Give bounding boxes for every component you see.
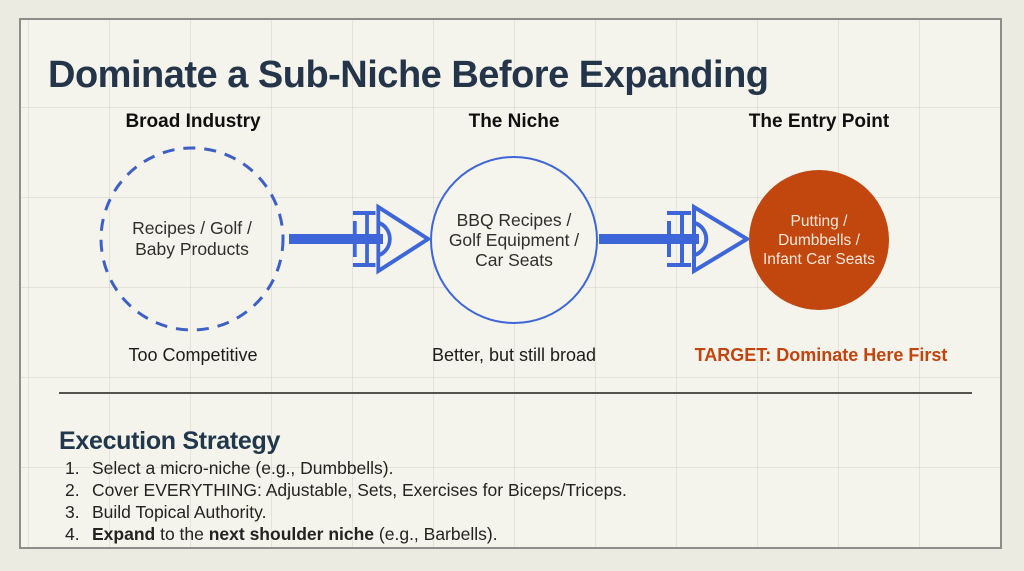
circle-text-line: Infant Car Seats (762, 250, 875, 268)
section-divider (59, 392, 972, 394)
entry-point-circle: Putting / Dumbbells / Infant Car Seats (749, 170, 889, 310)
niche-circle-text: BBQ Recipes / Golf Equipment / Car Seats (449, 210, 579, 270)
item-text-segment: Select a micro-niche (e.g., Dumbbells). (92, 458, 394, 478)
item-text: Cover EVERYTHING: Adjustable, Sets, Exer… (92, 479, 627, 501)
strategy-heading: Execution Strategy (59, 427, 281, 455)
broad-industry-circle-text: Recipes / Golf / Baby Products (132, 218, 252, 260)
flow-arrow-icon (599, 203, 749, 275)
circle-text-line: BBQ Recipes / (456, 210, 572, 230)
strategy-item-4: 4. Expand to the next shoulder niche (e.… (65, 523, 627, 545)
stage-label-broad-industry: Broad Industry (125, 111, 261, 132)
flow-arrow-icon (289, 203, 430, 275)
item-text-segment: Cover EVERYTHING: Adjustable, Sets, Exer… (92, 480, 627, 500)
strategy-item-1: 1. Select a micro-niche (e.g., Dumbbells… (65, 457, 627, 479)
strategy-item-2: 2. Cover EVERYTHING: Adjustable, Sets, E… (65, 479, 627, 501)
item-text: Build Topical Authority. (92, 501, 266, 523)
dashed-circle-outline (99, 146, 285, 332)
item-text-segment: to the (155, 524, 209, 544)
niche-circle: BBQ Recipes / Golf Equipment / Car Seats (430, 156, 598, 324)
item-text: Select a micro-niche (e.g., Dumbbells). (92, 457, 394, 479)
caption-better-but-broad: Better, but still broad (431, 345, 597, 365)
slide-panel: Dominate a Sub-Niche Before Expanding Br… (19, 18, 1002, 549)
item-text-segment: (e.g., Barbells). (374, 524, 498, 544)
item-number: 2. (65, 480, 80, 500)
stage-label-entry-point: The Entry Point (748, 111, 890, 132)
stage-label-the-niche: The Niche (468, 111, 560, 132)
circle-text-line: Golf Equipment / (448, 230, 580, 250)
item-text-segment: Build Topical Authority. (92, 502, 267, 522)
circle-text-line: Baby Products (135, 239, 249, 259)
circle-text-line: Car Seats (475, 250, 553, 270)
item-number: 3. (65, 502, 80, 522)
caption-too-competitive: Too Competitive (128, 345, 258, 365)
item-text: Expand to the next shoulder niche (e.g.,… (92, 523, 498, 545)
circle-text-line: Recipes / Golf / (132, 218, 252, 238)
caption-target: TARGET: Dominate Here First (694, 345, 948, 365)
item-number: 4. (65, 524, 80, 544)
entry-point-circle-text: Putting / Dumbbells / Infant Car Seats (763, 212, 875, 269)
item-number: 1. (65, 458, 80, 478)
item-text-segment: Expand (92, 524, 156, 544)
broad-industry-circle: Recipes / Golf / Baby Products (99, 146, 285, 332)
circle-text-line: Dumbbells / (778, 231, 860, 249)
circle-text-line: Putting / (790, 212, 848, 230)
item-text-segment: next shoulder niche (208, 524, 375, 544)
strategy-item-3: 3. Build Topical Authority. (65, 501, 627, 523)
page-title: Dominate a Sub-Niche Before Expanding (48, 54, 769, 96)
strategy-list: 1. Select a micro-niche (e.g., Dumbbells… (65, 457, 627, 545)
